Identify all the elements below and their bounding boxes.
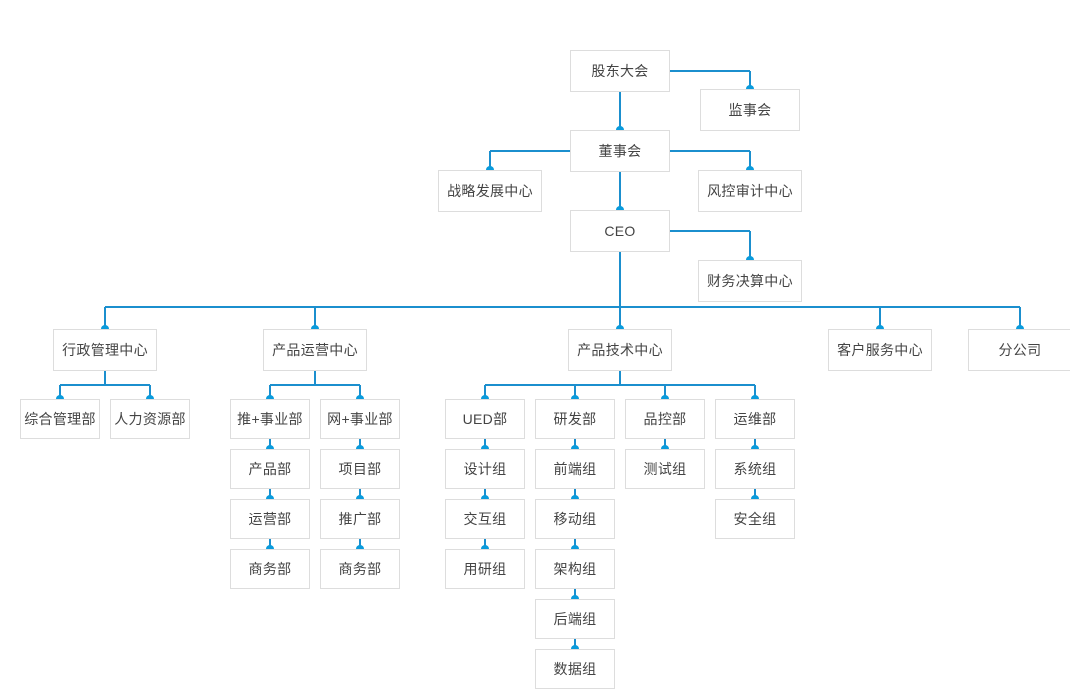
org-node-ops_promote[interactable]: 推广部: [320, 499, 400, 539]
org-node-branch[interactable]: 分公司: [968, 329, 1070, 371]
org-node-ued_inter[interactable]: 交互组: [445, 499, 525, 539]
org-node-ceo[interactable]: CEO: [570, 210, 670, 252]
org-node-ops[interactable]: 运维部: [715, 399, 795, 439]
org-node-prodops[interactable]: 产品运营中心: [263, 329, 367, 371]
org-node-admin1[interactable]: 综合管理部: [20, 399, 100, 439]
org-node-ued_design[interactable]: 设计组: [445, 449, 525, 489]
org-node-qa[interactable]: 品控部: [625, 399, 705, 439]
org-node-ops_system[interactable]: 系统组: [715, 449, 795, 489]
org-node-prodtech[interactable]: 产品技术中心: [568, 329, 672, 371]
org-node-admin[interactable]: 行政管理中心: [53, 329, 157, 371]
org-node-ops_security[interactable]: 安全组: [715, 499, 795, 539]
org-node-ops_product[interactable]: 产品部: [230, 449, 310, 489]
org-node-ued_research[interactable]: 用研组: [445, 549, 525, 589]
org-node-riskaudit[interactable]: 风控审计中心: [698, 170, 802, 212]
org-node-ops_business1[interactable]: 商务部: [230, 549, 310, 589]
org-node-strategy[interactable]: 战略发展中心: [438, 170, 542, 212]
org-node-board[interactable]: 董事会: [570, 130, 670, 172]
org-node-rd_back[interactable]: 后端组: [535, 599, 615, 639]
org-node-admin2[interactable]: 人力资源部: [110, 399, 190, 439]
org-node-ops_tui[interactable]: 推+事业部: [230, 399, 310, 439]
org-node-ued[interactable]: UED部: [445, 399, 525, 439]
org-node-rd_mobile[interactable]: 移动组: [535, 499, 615, 539]
org-node-rd_arch[interactable]: 架构组: [535, 549, 615, 589]
org-node-rd[interactable]: 研发部: [535, 399, 615, 439]
org-node-shareholders[interactable]: 股东大会: [570, 50, 670, 92]
org-node-rd_data[interactable]: 数据组: [535, 649, 615, 689]
org-node-customer[interactable]: 客户服务中心: [828, 329, 932, 371]
org-node-supervisors[interactable]: 监事会: [700, 89, 800, 131]
org-node-qa_test[interactable]: 测试组: [625, 449, 705, 489]
org-node-rd_front[interactable]: 前端组: [535, 449, 615, 489]
org-node-finance[interactable]: 财务决算中心: [698, 260, 802, 302]
org-node-ops_operate[interactable]: 运营部: [230, 499, 310, 539]
org-node-ops_project[interactable]: 项目部: [320, 449, 400, 489]
org-node-ops_wang[interactable]: 网+事业部: [320, 399, 400, 439]
org-node-ops_business2[interactable]: 商务部: [320, 549, 400, 589]
